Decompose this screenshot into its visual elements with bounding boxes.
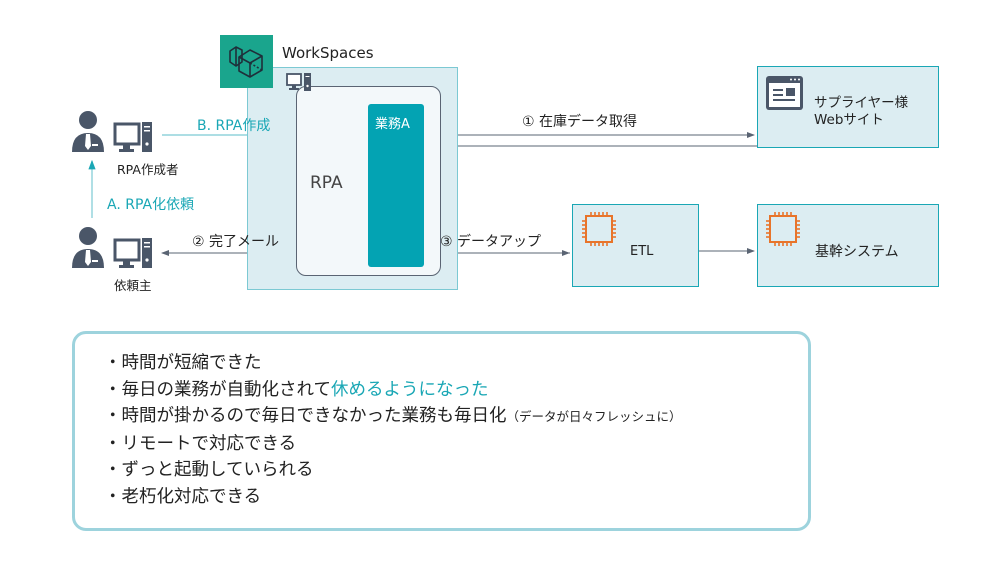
benefit-text: ・リモートで対応できる [104, 433, 297, 454]
benefit-item: ・時間が掛かるので毎日できなかった業務も毎日化（データが日々フレッシュに） [104, 403, 682, 431]
workspaces-logo [220, 35, 273, 88]
benefits-panel [72, 331, 811, 531]
step2-label: ② 完了メール [192, 234, 280, 250]
person-with-pc-icon [72, 227, 152, 268]
chip-icon [580, 211, 618, 251]
benefit-text: ・時間が掛かるので毎日できなかった業務も毎日化 [104, 406, 507, 426]
benefit-note: （データが日々フレッシュに） [506, 409, 682, 424]
task-a-block[interactable] [368, 104, 424, 267]
requester-label: 依頼主 [114, 278, 152, 293]
workspaces-cube-icon [229, 46, 263, 78]
step3-label: ③ データアップ [440, 234, 542, 250]
browser-window-icon [766, 76, 803, 114]
benefit-highlight: 休めるようになった [330, 379, 489, 400]
supplier-line1: サプライヤー様 [814, 95, 909, 111]
create-flow-label: B. RPA作成 [197, 118, 271, 134]
request-flow-label: A. RPA化依頼 [107, 197, 195, 213]
workspaces-title: WorkSpaces [282, 44, 374, 62]
benefit-text: ・ずっと起動していられる [104, 460, 314, 480]
benefit-item: ・老朽化対応できる [104, 484, 682, 511]
benefit-item: ・リモートで対応できる [104, 431, 682, 458]
benefit-item: ・時間が短縮できた [104, 350, 682, 377]
requester-actor [70, 226, 155, 274]
supplier-website-label: サプライヤー様 Webサイト [814, 95, 908, 129]
benefits-list: ・時間が短縮できた ・毎日の業務が自動化されて休めるようになった ・時間が掛かる… [104, 350, 682, 510]
benefit-text: ・老朽化対応できる [104, 486, 262, 507]
person-with-pc-icon [72, 111, 152, 152]
supplier-line2: Webサイト [814, 112, 884, 128]
rpa-creator-actor [70, 110, 155, 158]
core-system-label: 基幹システム [815, 244, 899, 260]
etl-box[interactable] [572, 204, 699, 287]
benefit-text: ・毎日の業務が自動化されて [104, 379, 331, 400]
chip-icon [764, 211, 802, 251]
benefit-text: ・時間が短縮できた [104, 353, 262, 373]
rpa-label: RPA [310, 173, 343, 193]
rpa-creator-label: RPA作成者 [117, 162, 179, 177]
benefit-item: ・毎日の業務が自動化されて休めるようになった [104, 377, 682, 404]
rpa-pc-icon [286, 72, 312, 96]
benefit-item: ・ずっと起動していられる [104, 457, 682, 484]
step1-label: ① 在庫データ取得 [522, 114, 638, 130]
task-a-label: 業務A [375, 117, 410, 132]
etl-label: ETL [630, 244, 654, 259]
